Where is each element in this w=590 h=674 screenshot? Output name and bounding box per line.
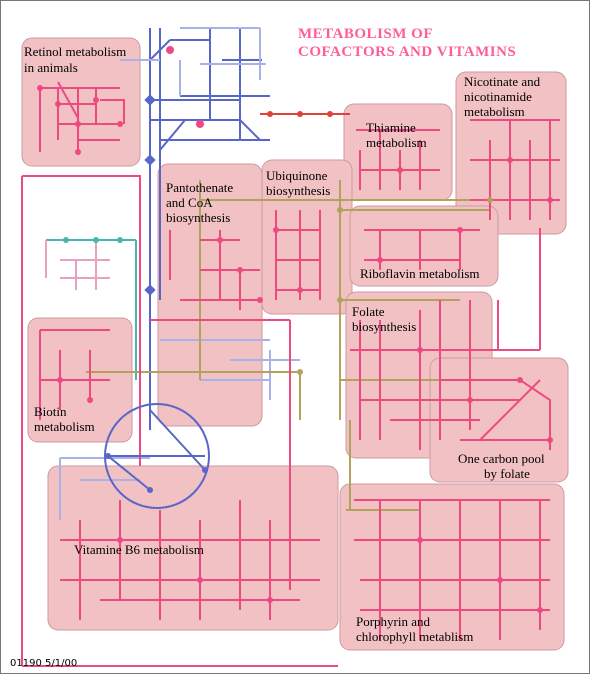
compound-node[interactable]	[327, 111, 333, 117]
label-vitamin-b6[interactable]: Vitamine B6 metabolism	[74, 542, 204, 557]
compound-node[interactable]	[397, 167, 403, 173]
olive-nodes	[297, 197, 493, 375]
compound-node[interactable]	[144, 154, 156, 166]
compound-node[interactable]	[337, 297, 343, 303]
label-one-carbon-1[interactable]: One carbon pool	[458, 451, 545, 466]
compound-node[interactable]	[457, 227, 463, 233]
compound-node[interactable]	[297, 287, 303, 293]
compound-nodes	[37, 46, 553, 613]
region-porphyrin[interactable]	[339, 483, 565, 651]
compound-node[interactable]	[257, 297, 263, 303]
label-porphyrin-1[interactable]: Porphyrin and	[356, 614, 431, 629]
label-folate-1[interactable]: Folate	[352, 304, 385, 319]
compound-node[interactable]	[117, 537, 123, 543]
label-biotin-2[interactable]: metabolism	[34, 419, 95, 434]
compound-node[interactable]	[517, 377, 523, 383]
compound-node[interactable]	[166, 46, 174, 54]
teal-nodes	[63, 237, 123, 243]
compound-node[interactable]	[147, 487, 153, 493]
compound-node[interactable]	[487, 197, 493, 203]
region-retinol[interactable]	[21, 37, 141, 167]
label-biotin-1[interactable]: Biotin	[34, 404, 67, 419]
label-pantothenate-1[interactable]: Pantothenate	[166, 180, 233, 195]
compound-node[interactable]	[507, 157, 513, 163]
retinol-pathway-lines	[39, 81, 125, 152]
label-pantothenate-2[interactable]: and CoA	[166, 195, 213, 210]
label-nicotinate-3[interactable]: metabolism	[464, 104, 525, 119]
label-pantothenate-3[interactable]: biosynthesis	[166, 210, 230, 225]
label-retinol-1[interactable]: Retinol metabolism	[24, 44, 126, 59]
compound-node[interactable]	[87, 397, 93, 403]
map-title: METABOLISM OF COFACTORS AND VITAMINS	[298, 26, 516, 60]
compound-node[interactable]	[417, 347, 423, 353]
label-riboflavin[interactable]: Riboflavin metabolism	[360, 266, 480, 281]
label-nicotinate-1[interactable]: Nicotinate and	[464, 74, 541, 89]
label-nicotinate-2[interactable]: nicotinamide	[464, 89, 532, 104]
pink-nodes	[37, 46, 553, 613]
compound-node[interactable]	[237, 267, 243, 273]
label-thiamine-2[interactable]: metabolism	[366, 135, 427, 150]
compound-node[interactable]	[297, 369, 303, 375]
compound-node[interactable]	[547, 197, 553, 203]
hub-blue-lines	[149, 28, 270, 430]
compound-node[interactable]	[144, 284, 156, 296]
compound-node[interactable]	[75, 121, 81, 127]
region-labels: Retinol metabolism in animals Nicotinate…	[24, 44, 545, 644]
compound-node[interactable]	[417, 537, 423, 543]
map-id-date: 01190 5/1/00	[10, 658, 77, 669]
compound-node[interactable]	[93, 97, 99, 103]
label-folate-2[interactable]: biosynthesis	[352, 319, 416, 334]
compound-node[interactable]	[105, 453, 111, 459]
compound-node[interactable]	[117, 237, 123, 243]
compound-node[interactable]	[93, 237, 99, 243]
compound-node[interactable]	[57, 377, 63, 383]
compound-node[interactable]	[197, 577, 203, 583]
compound-node[interactable]	[75, 149, 81, 155]
label-one-carbon-2[interactable]: by folate	[484, 466, 530, 481]
compound-node[interactable]	[377, 257, 383, 263]
label-retinol-2[interactable]: in animals	[24, 60, 78, 75]
pathway-lines	[21, 27, 560, 667]
compound-node[interactable]	[267, 111, 273, 117]
label-porphyrin-2[interactable]: chlorophyll metablism	[356, 629, 473, 644]
compound-node[interactable]	[117, 121, 123, 127]
compound-node[interactable]	[537, 607, 543, 613]
compound-node[interactable]	[337, 207, 343, 213]
label-ubiquinone-1[interactable]: Ubiquinone	[266, 168, 328, 183]
compound-node[interactable]	[497, 577, 503, 583]
main-pink-lines	[21, 119, 560, 667]
compound-node[interactable]	[202, 467, 208, 473]
compound-node[interactable]	[37, 85, 43, 91]
title-line-1: METABOLISM OF	[298, 26, 433, 42]
compound-node[interactable]	[547, 437, 553, 443]
title-line-2: COFACTORS AND VITAMINS	[298, 44, 516, 60]
compound-node[interactable]	[267, 597, 273, 603]
label-thiamine-1[interactable]: Thiamine	[366, 120, 416, 135]
label-ubiquinone-2[interactable]: biosynthesis	[266, 183, 330, 198]
compound-node[interactable]	[55, 101, 61, 107]
compound-node[interactable]	[467, 397, 473, 403]
red-nodes	[267, 111, 333, 117]
compound-node[interactable]	[217, 237, 223, 243]
compound-node[interactable]	[63, 237, 69, 243]
compound-node[interactable]	[273, 227, 279, 233]
compound-node[interactable]	[196, 120, 204, 128]
compound-node[interactable]	[297, 111, 303, 117]
lightpink-lines	[45, 240, 110, 290]
